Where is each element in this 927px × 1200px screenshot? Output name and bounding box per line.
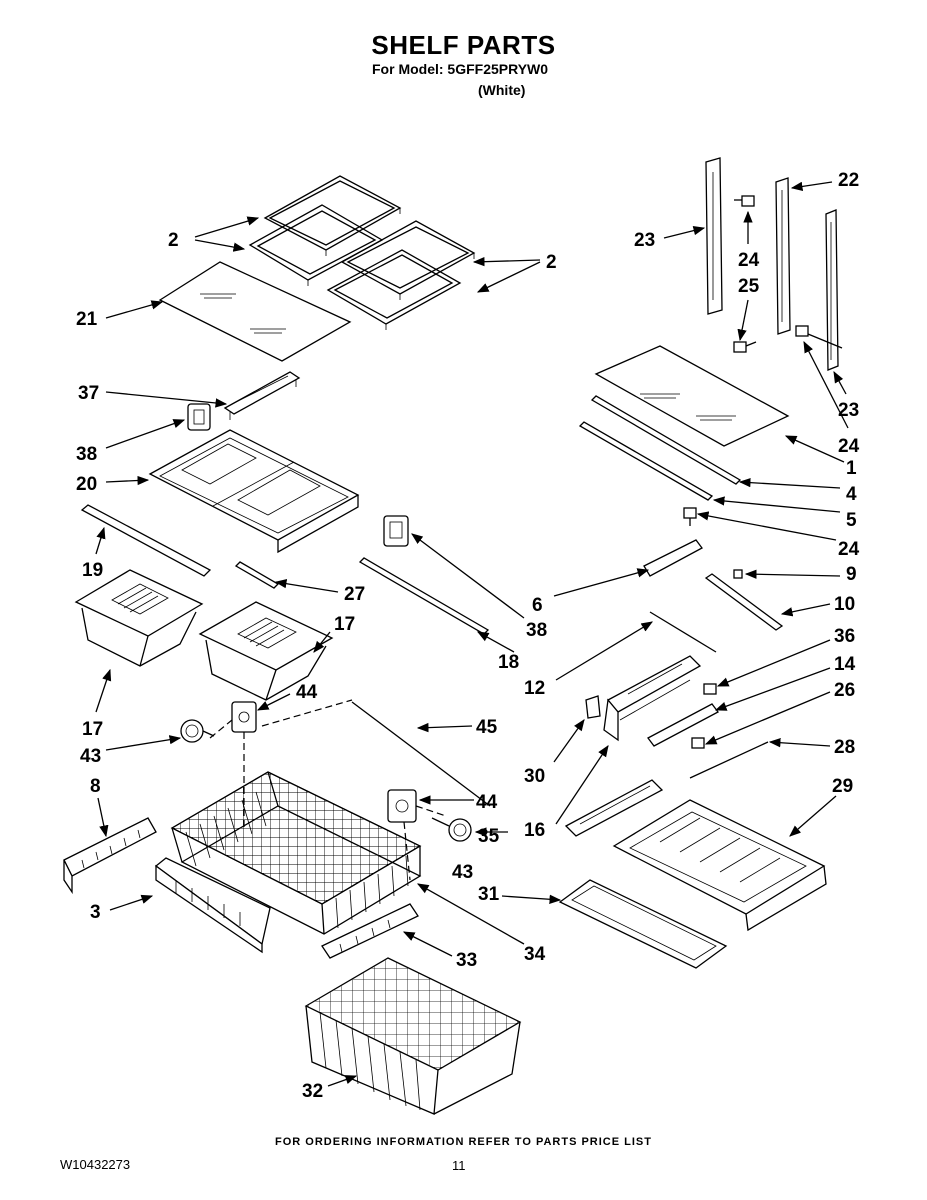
part-45-rod: [351, 701, 491, 807]
callout-44: 44: [296, 682, 318, 703]
callout-19: 19: [82, 560, 103, 581]
callout-18: 18: [498, 652, 519, 673]
callout-16: 16: [524, 820, 545, 841]
part-20-crisper-cover: [148, 429, 360, 554]
callout-32: 32: [302, 1081, 323, 1102]
part-23-rail-right: [825, 209, 839, 371]
callout-10: 10: [834, 594, 855, 615]
part-34-wire-basket: [170, 771, 422, 935]
part-36-screw: [703, 683, 717, 695]
part-28-rod: [689, 741, 769, 779]
color-line: (White): [478, 82, 526, 98]
part-16-housing: [603, 655, 702, 742]
alignment-line-lower: [403, 805, 447, 881]
callout-8: 8: [90, 776, 101, 797]
part-6-bracket: [643, 539, 703, 577]
callout-26: 26: [834, 680, 855, 701]
part-1-glass-shelf: [594, 345, 790, 447]
callout-1: 1: [846, 458, 857, 479]
page-title: SHELF PARTS: [371, 30, 556, 60]
doc-number: W10432273: [60, 1157, 131, 1172]
part-38-cap: [187, 403, 211, 431]
callout-38: 38: [76, 444, 97, 465]
callout-31: 31: [478, 884, 500, 905]
part-26-screw: [691, 737, 705, 749]
part-10-rail: [704, 573, 784, 631]
callout-37: 37: [78, 383, 99, 404]
callout-2: 2: [546, 252, 557, 273]
model-line: For Model: 5GFF25PRYW0: [372, 61, 549, 77]
part-27-small-rail: [234, 561, 280, 589]
part-12-wire: [649, 611, 717, 653]
part-31-cover: [558, 879, 728, 969]
part-30-clip: [585, 695, 601, 719]
part-44-bracket-upper: [231, 701, 257, 733]
callout-group: 2 2 21 37 38 20 19 27 17 17 44 43 45 8 4…: [76, 170, 860, 1102]
part-23-rail-left: [705, 157, 723, 315]
callout-27: 27: [344, 584, 365, 605]
part-43-gear-left: [180, 719, 215, 743]
part-24-screw-right: [795, 325, 843, 349]
part-3-front-panel: [154, 857, 271, 954]
part-8-side-panel: [63, 817, 157, 895]
callout-22: 22: [838, 170, 859, 191]
callout-5: 5: [846, 510, 857, 531]
callout-29: 29: [832, 776, 853, 797]
part-17-crisper-right: [198, 601, 334, 701]
callout-17: 17: [334, 614, 355, 635]
part-17-crisper-left: [74, 569, 204, 667]
part-25-screw: [733, 341, 757, 353]
callout-14: 14: [834, 654, 856, 675]
ordering-note: FOR ORDERING INFORMATION REFER TO PARTS …: [275, 1136, 652, 1148]
part-22-rail: [775, 177, 791, 335]
callout-4: 4: [846, 484, 857, 505]
page-number: 11: [452, 1158, 466, 1173]
callout-17: 17: [82, 719, 103, 740]
callout-28: 28: [834, 737, 855, 758]
callout-43: 43: [452, 862, 473, 883]
callout-25: 25: [738, 276, 760, 297]
part-37-bracket: [223, 371, 301, 420]
callout-34: 34: [524, 944, 546, 965]
part-44-bracket-lower: [387, 789, 417, 823]
callout-12: 12: [524, 678, 545, 699]
part-33-small-panel: [321, 903, 419, 959]
part-35-handle: [564, 779, 664, 837]
part-21-glass-shelf: [158, 261, 352, 362]
callout-24: 24: [838, 436, 860, 457]
part-2-shelf-frames: [248, 175, 476, 330]
callout-30: 30: [524, 766, 545, 787]
callout-23: 23: [838, 400, 859, 421]
alignment-line-45: [261, 699, 353, 727]
part-43-gear-right: [431, 817, 472, 842]
callout-43: 43: [80, 746, 101, 767]
callout-21: 21: [76, 309, 98, 330]
callout-9: 9: [846, 564, 857, 585]
part-14-strip: [647, 703, 719, 747]
part-9-clip: [733, 569, 743, 579]
callout-44: 44: [476, 792, 498, 813]
callout-6: 6: [532, 595, 543, 616]
callout-33: 33: [456, 950, 477, 971]
part-18-rod: [358, 557, 490, 635]
callout-23: 23: [634, 230, 655, 251]
callout-3: 3: [90, 902, 101, 923]
callout-24: 24: [838, 539, 860, 560]
part-24-screw-middle: [683, 507, 697, 526]
callout-38: 38: [526, 620, 547, 641]
part-38-cap-2: [383, 515, 409, 547]
part-29-tray: [612, 799, 827, 932]
part-32-lower-basket: [304, 957, 522, 1115]
callout-20: 20: [76, 474, 97, 495]
callout-36: 36: [834, 626, 855, 647]
part-24-screw-top: [734, 195, 755, 207]
callout-2: 2: [168, 230, 179, 251]
part-19-rail: [80, 504, 212, 577]
callout-24: 24: [738, 250, 760, 271]
callout-45: 45: [476, 717, 498, 738]
part-5-trim: [578, 421, 714, 501]
callout-35: 35: [478, 826, 500, 847]
